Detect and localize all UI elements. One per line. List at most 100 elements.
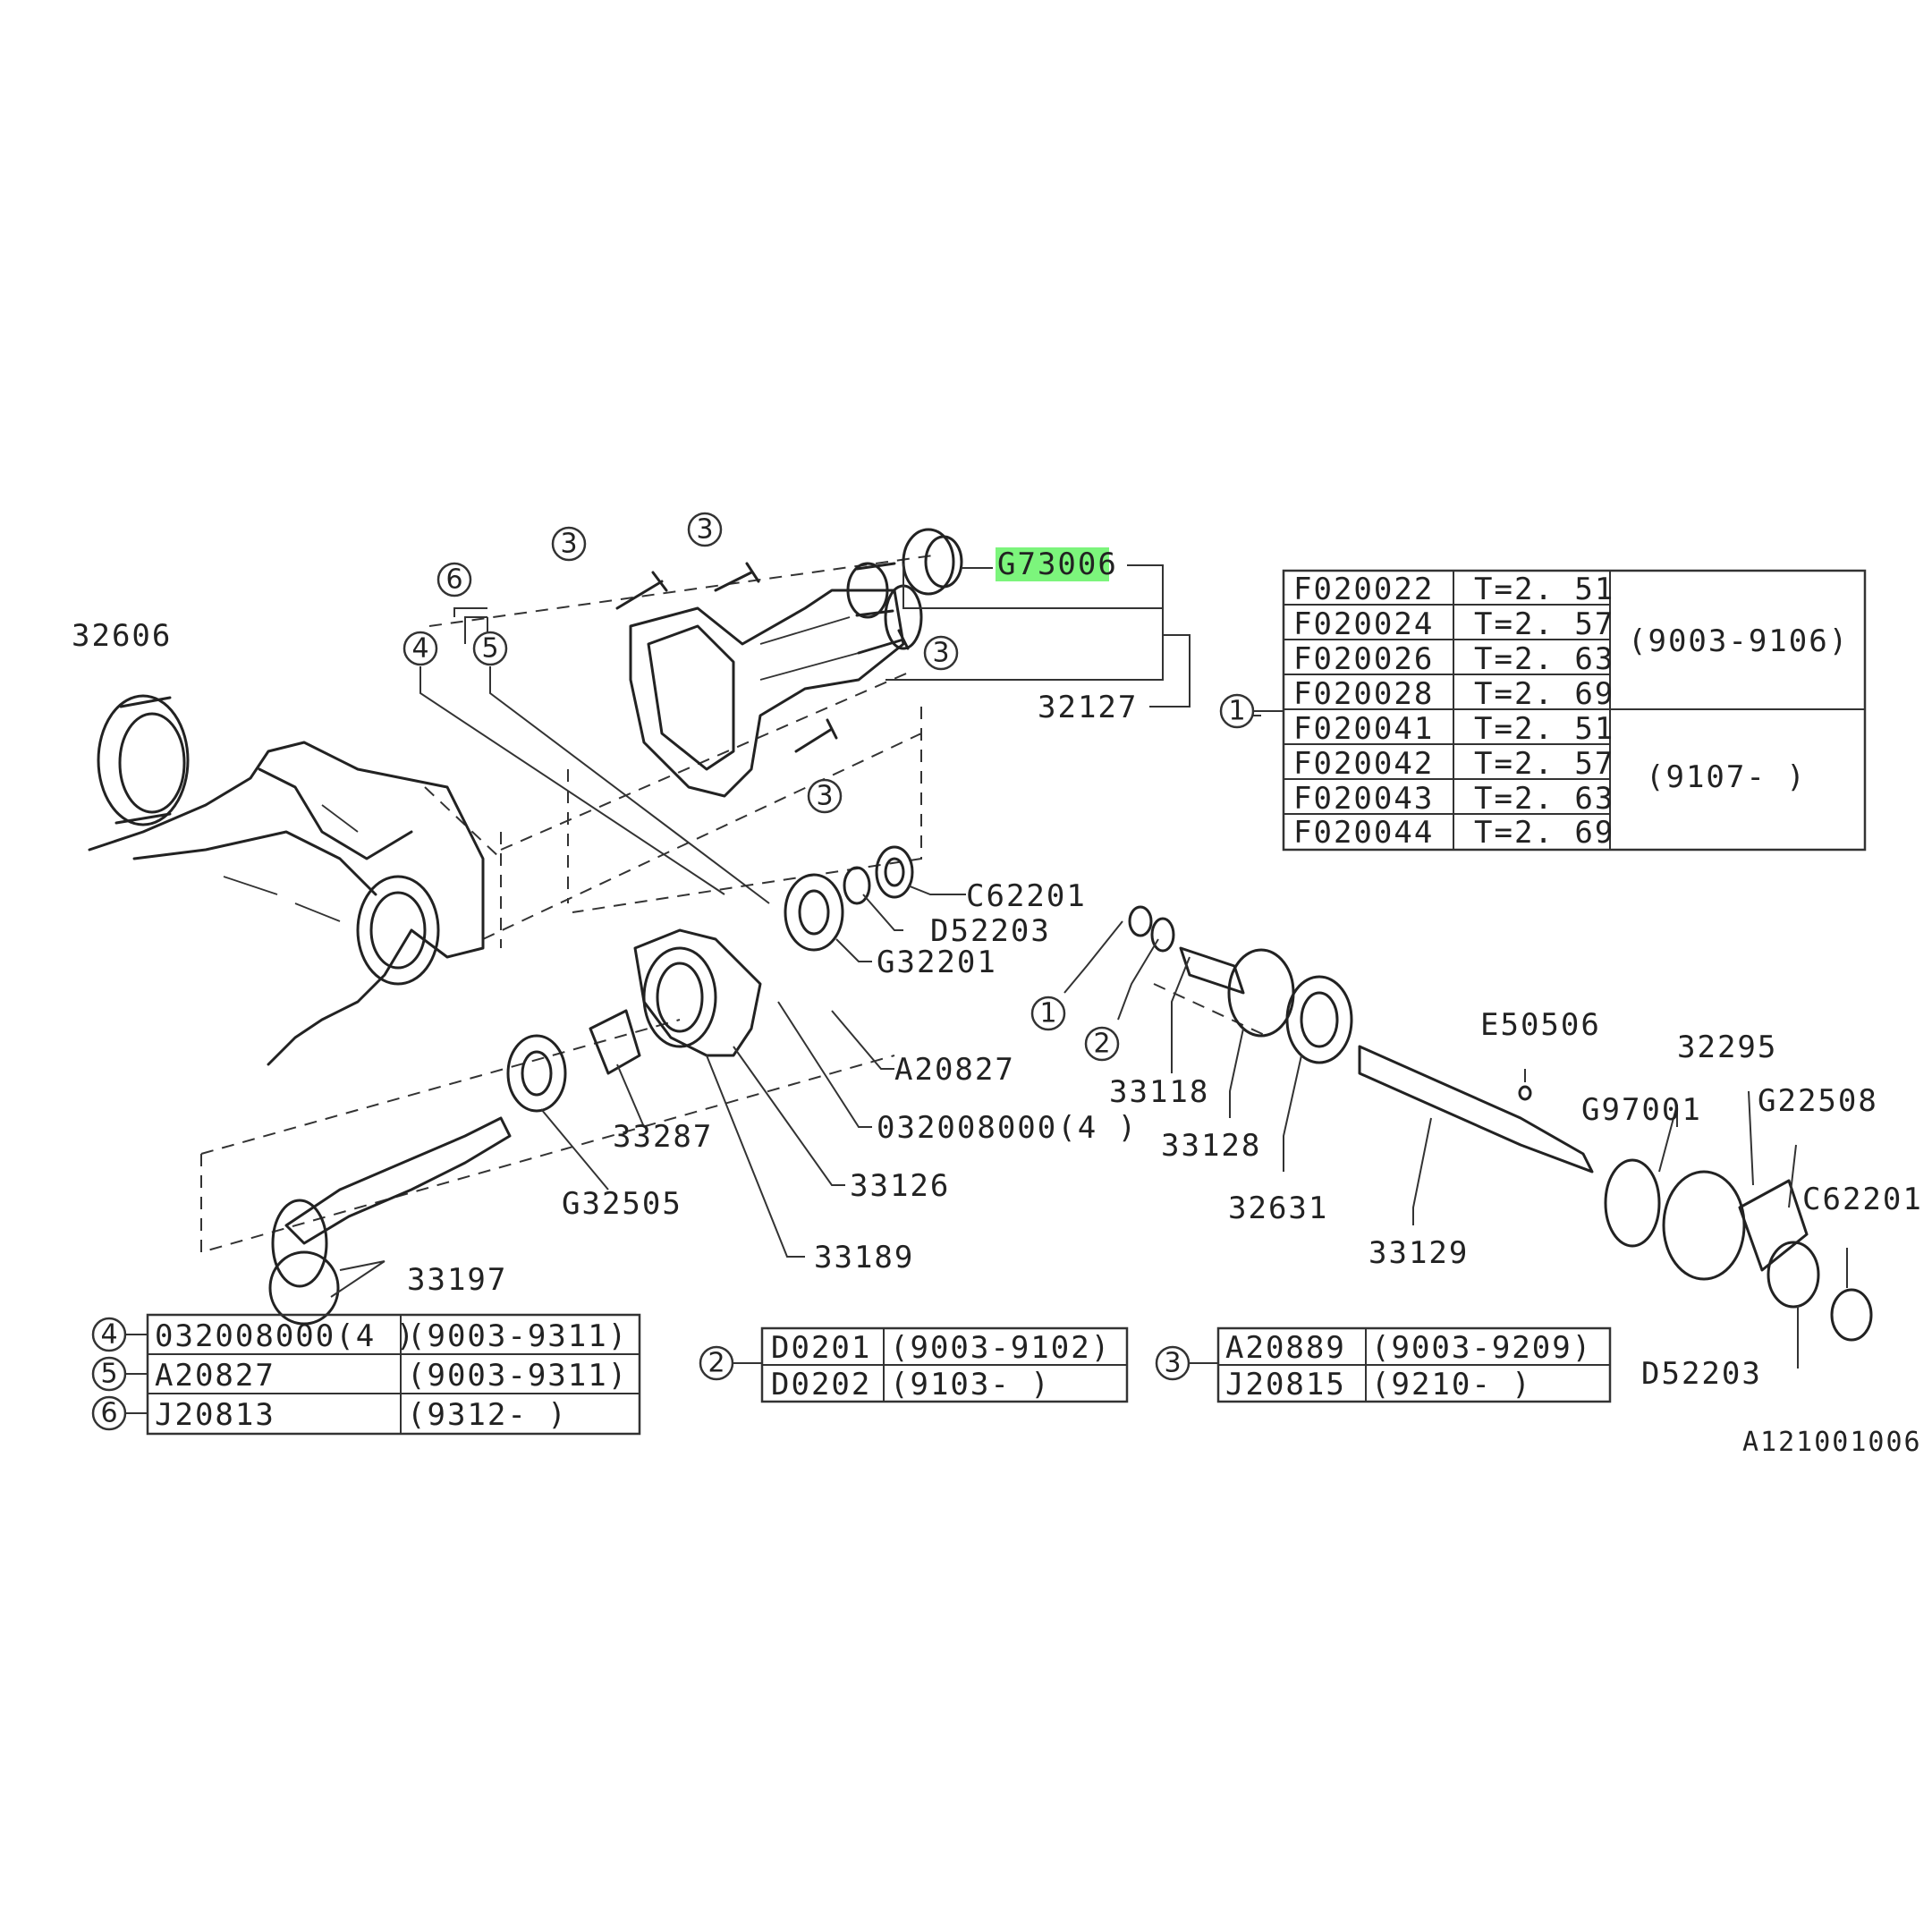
shim-part-4[interactable]: F020041 (1293, 711, 1434, 747)
shim-part-7[interactable]: F020044 (1293, 815, 1434, 851)
center-housing-drawing (633, 928, 762, 1057)
part-label-G97001[interactable]: G97001 (1581, 1092, 1702, 1128)
callout-1-table[interactable]: 1 (1219, 693, 1255, 729)
part-label-33126[interactable]: 33126 (850, 1168, 950, 1204)
callout-4[interactable]: 4 (402, 631, 438, 666)
bolt-table-ref-4[interactable]: 4 (91, 1317, 127, 1352)
oil-seal-32606-drawing (97, 694, 190, 826)
bolt-period-1: (9003-9311) (407, 1358, 628, 1394)
part-label-032008000[interactable]: 032008000(4 ) (877, 1110, 1138, 1146)
part-label-C62201[interactable]: C62201 (966, 878, 1087, 914)
svg-text:4: 4 (411, 633, 428, 665)
driven-shaft-drawing (1128, 905, 1873, 1342)
callout-6[interactable]: 6 (436, 562, 472, 597)
svg-text:5: 5 (481, 633, 498, 665)
bolt-part-0[interactable]: 032008000(4 ) (155, 1318, 416, 1354)
snap-part-0[interactable]: D0201 (771, 1330, 871, 1366)
screw-table: 3 A20889 (9003-9209) J20815 (9210- ) (1155, 1326, 1612, 1403)
assembly-guide-lines (200, 554, 1271, 1254)
part-label-33128[interactable]: 33128 (1161, 1128, 1261, 1164)
part-label-33129[interactable]: 33129 (1368, 1235, 1469, 1271)
shim-part-0[interactable]: F020022 (1293, 572, 1434, 607)
part-label-A20827[interactable]: A20827 (894, 1052, 1015, 1088)
snap-part-1[interactable]: D0202 (771, 1367, 871, 1402)
shim-part-3[interactable]: F020028 (1293, 676, 1434, 712)
snap-period-1: (9103- ) (890, 1367, 1051, 1402)
part-label-32127[interactable]: 32127 (1038, 690, 1138, 725)
shim-thickness-1: T=2. 57 (1474, 606, 1614, 642)
callout-2[interactable]: 2 (1084, 1026, 1120, 1062)
shim-thickness-4: T=2. 51 (1474, 711, 1614, 747)
shim-part-5[interactable]: F020042 (1293, 746, 1434, 782)
screw-part-1[interactable]: J20815 (1225, 1367, 1346, 1402)
bolt-table: 4 5 6 032008000(4 ) (9003-9311) A20827 (… (91, 1313, 641, 1436)
oil-seal-G73006-drawing (846, 528, 963, 619)
svg-text:6: 6 (445, 564, 462, 596)
shim-part-2[interactable]: F020026 (1293, 641, 1434, 677)
shim-thickness-2: T=2. 63 (1474, 641, 1614, 677)
bearing-nut-drawing (784, 845, 914, 952)
svg-text:6: 6 (100, 1398, 117, 1429)
svg-text:2: 2 (708, 1348, 724, 1379)
part-label-33197[interactable]: 33197 (407, 1262, 507, 1298)
bolt-part-2[interactable]: J20813 (155, 1397, 275, 1433)
part-label-33189[interactable]: 33189 (814, 1240, 914, 1275)
part-label-32631[interactable]: 32631 (1228, 1191, 1328, 1226)
screw-part-0[interactable]: A20889 (1225, 1330, 1346, 1366)
part-label-33118[interactable]: 33118 (1109, 1074, 1209, 1110)
part-label-33287[interactable]: 33287 (613, 1119, 713, 1155)
svg-text:3: 3 (1164, 1348, 1181, 1379)
svg-text:1: 1 (1039, 998, 1056, 1030)
callout-3-b[interactable]: 3 (687, 512, 723, 547)
svg-text:3: 3 (696, 514, 713, 546)
callout-5[interactable]: 5 (472, 631, 508, 666)
part-label-D52203-right[interactable]: D52203 (1641, 1356, 1762, 1392)
svg-text:2: 2 (1093, 1029, 1110, 1060)
shim-thickness-6: T=2. 63 (1474, 781, 1614, 817)
callout-circles: 3 3 3 3 6 4 5 1 1 2 (402, 512, 1255, 1062)
screws-3-drawing (615, 562, 910, 753)
bolt-table-ref-6[interactable]: 6 (91, 1395, 127, 1431)
snap-period-0: (9003-9102) (890, 1330, 1111, 1366)
screw-period-0: (9003-9209) (1371, 1330, 1592, 1366)
svg-text:3: 3 (560, 529, 577, 560)
callout-1[interactable]: 1 (1030, 996, 1066, 1031)
bolt-table-ref-5[interactable]: 5 (91, 1356, 127, 1392)
snap-table-ref-2[interactable]: 2 (699, 1345, 734, 1381)
svg-text:3: 3 (932, 638, 949, 669)
part-label-E50506[interactable]: E50506 (1480, 1007, 1601, 1043)
part-label-D52203[interactable]: D52203 (930, 913, 1051, 949)
bolt-part-1[interactable]: A20827 (155, 1358, 275, 1394)
shim-period-a: (9003-9106) (1628, 623, 1849, 659)
bolt-period-2: (9312- ) (407, 1397, 568, 1433)
part-labels: 32606 G73006 32127 C62201 D52203 G32201 … (72, 547, 1923, 1458)
callout-3-d[interactable]: 3 (807, 778, 843, 814)
bearing-G32505-drawing (506, 1009, 641, 1113)
shim-thickness-0: T=2. 51 (1474, 572, 1614, 607)
part-label-32606[interactable]: 32606 (72, 618, 172, 654)
part-label-G22508[interactable]: G22508 (1758, 1083, 1878, 1119)
svg-text:1: 1 (1228, 696, 1245, 727)
shim-part-1[interactable]: F020024 (1293, 606, 1434, 642)
callout-3-c[interactable]: 3 (923, 635, 959, 671)
shim-thickness-7: T=2. 69 (1474, 815, 1614, 851)
svg-text:4: 4 (100, 1319, 117, 1351)
part-label-C62201-right[interactable]: C62201 (1802, 1182, 1923, 1217)
shim-period-b: (9107- ) (1646, 759, 1807, 795)
diagram-id: A121001006 (1742, 1427, 1922, 1458)
part-label-32295[interactable]: 32295 (1677, 1030, 1777, 1065)
shim-thickness-3: T=2. 69 (1474, 676, 1614, 712)
callout-3-a[interactable]: 3 (551, 526, 587, 562)
screw-table-ref-3[interactable]: 3 (1155, 1345, 1191, 1381)
part-label-G32201[interactable]: G32201 (877, 945, 997, 980)
shim-table: F020022 T=2. 51 F020024 T=2. 57 F020026 … (1252, 569, 1867, 852)
highlighted-part-marker (996, 547, 1109, 581)
shim-part-6[interactable]: F020043 (1293, 781, 1434, 817)
part-label-G32505[interactable]: G32505 (562, 1186, 682, 1222)
drive-pinion-33197-drawing (268, 1116, 512, 1326)
shim-thickness-5: T=2. 57 (1474, 746, 1614, 782)
part-label-G73006[interactable]: G73006 (997, 547, 1118, 582)
screw-period-1: (9210- ) (1371, 1367, 1532, 1402)
